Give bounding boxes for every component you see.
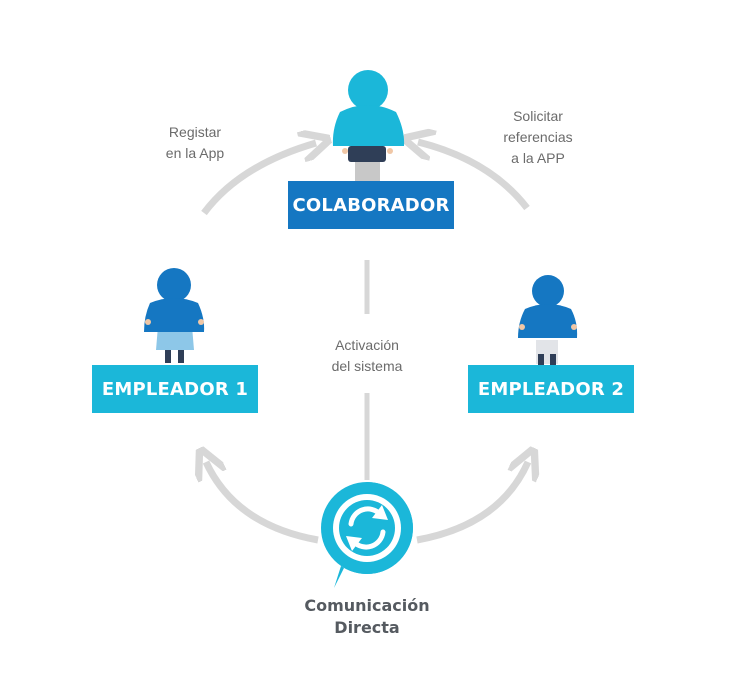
arrow-registrar [201,143,316,216]
title-line-2: Directa [334,618,400,637]
arrow-solicitar [418,142,530,211]
solicitar-label: Solicitar referencias a la APP [503,108,573,166]
empleador1-box: EMPLEADOR 1 [92,365,258,413]
colaborador-box: COLABORADOR [288,181,454,229]
empleador1-label: EMPLEADOR 1 [101,378,249,400]
registrar-label: Registar en la App [165,124,225,161]
empleador2-label: EMPLEADOR 2 [477,378,625,400]
comunicacion-directa-title: Comunicación Directa [282,595,452,639]
empleador2-person-icon [518,275,578,366]
arrow-to-empleador1 [206,462,319,544]
colaborador-person-icon [332,70,405,183]
empleador1-person-icon [144,268,205,363]
activacion-label: Activación del sistema [331,337,403,374]
empleador2-box: EMPLEADOR 2 [468,365,634,413]
chat-refresh-icon [321,482,413,588]
colaborador-label: COLABORADOR [292,194,450,216]
arrow-to-empleador2 [416,462,528,544]
title-line-1: Comunicación [304,596,430,615]
